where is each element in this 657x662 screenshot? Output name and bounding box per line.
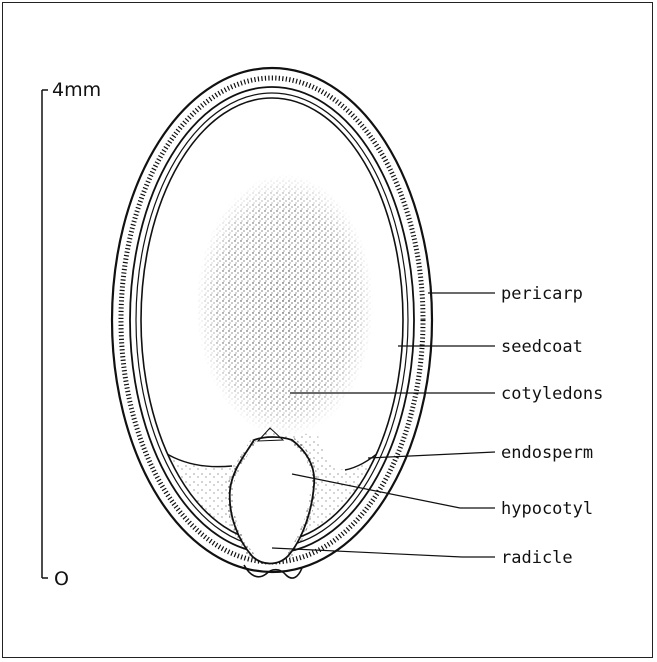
cotyledons-region [196, 174, 374, 436]
hypocotyl-label: hypocotyl [501, 499, 593, 519]
scale-bar: 4mm O [42, 79, 101, 590]
radicle-label: radicle [501, 548, 573, 568]
scale-bottom-label: O [54, 568, 69, 590]
seedcoat-label: seedcoat [501, 337, 583, 357]
pericarp-label: pericarp [501, 284, 583, 304]
cotyledons-label: cotyledons [501, 384, 603, 404]
endosperm-label: endosperm [501, 443, 593, 463]
labels: pericarp seedcoat cotyledons endosperm h… [501, 284, 603, 568]
scale-top-label: 4mm [52, 79, 101, 101]
